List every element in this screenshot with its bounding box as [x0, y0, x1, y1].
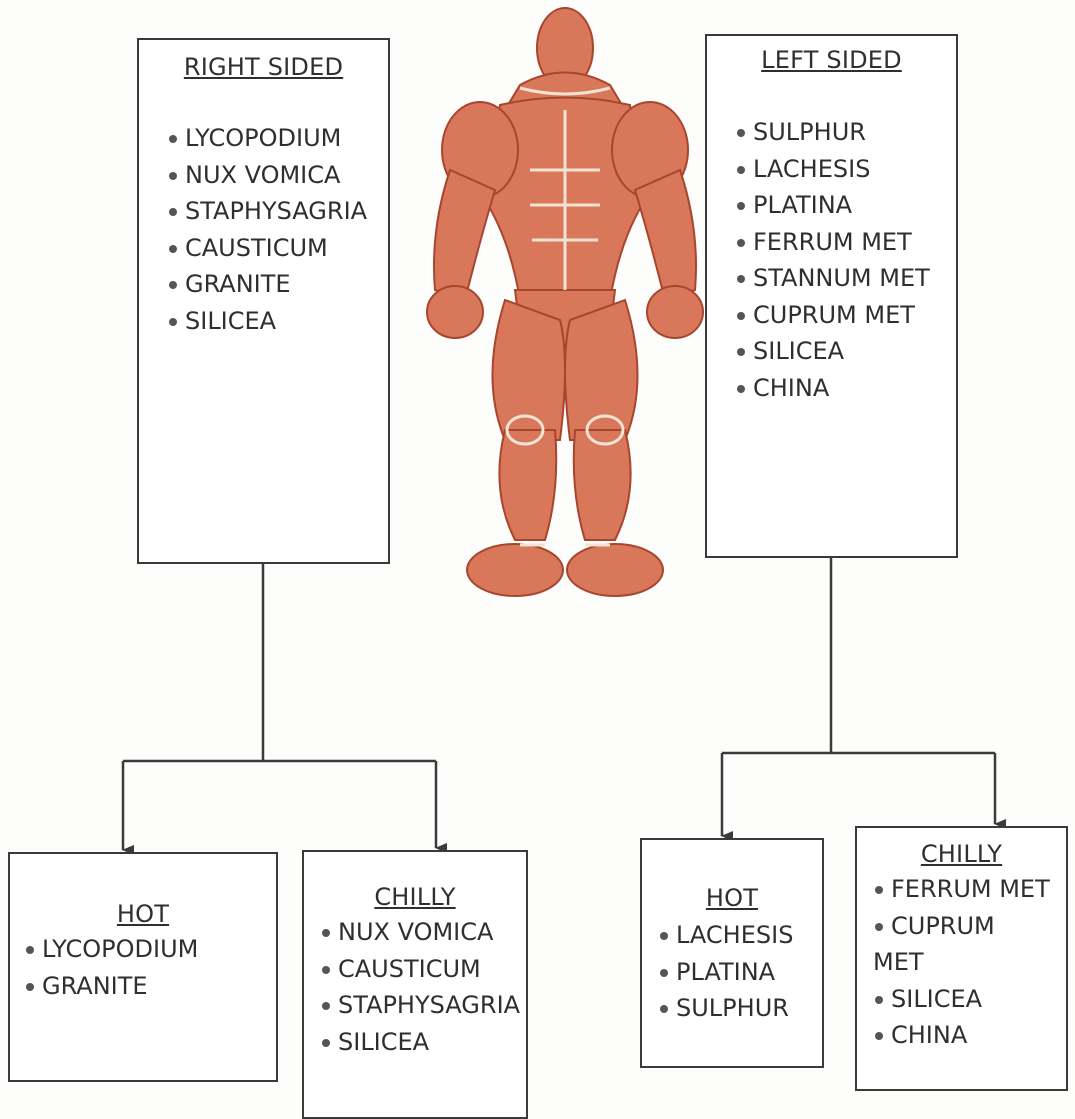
list-item: CHINA: [873, 1017, 1050, 1054]
list-item: NUX VOMICA: [167, 157, 367, 194]
left-hot-list: LACHESIS PLATINA SULPHUR: [658, 917, 793, 1027]
list-item: CAUSTICUM: [167, 230, 367, 267]
left-sided-list: SULPHUR LACHESIS PLATINA FERRUM MET STAN…: [735, 114, 930, 406]
left-hot-box: HOT LACHESIS PLATINA SULPHUR: [640, 838, 824, 1068]
list-item: SILICEA: [320, 1024, 520, 1061]
right-sided-title: RIGHT SIDED: [183, 53, 344, 81]
right-chilly-box: CHILLY NUX VOMICA CAUSTICUM STAPHYSAGRIA…: [302, 850, 528, 1119]
list-item: PLATINA: [658, 954, 793, 991]
list-item: SULPHUR: [735, 114, 930, 151]
list-item: LACHESIS: [658, 917, 793, 954]
muscular-anatomy-figure-icon: [426, 7, 704, 597]
right-sided-box: RIGHT SIDED LYCOPODIUM NUX VOMICA STAPHY…: [137, 38, 390, 564]
list-item: FERRUM MET: [873, 871, 1050, 908]
list-item: LYCOPODIUM: [167, 120, 367, 157]
right-sided-list: LYCOPODIUM NUX VOMICA STAPHYSAGRIA CAUST…: [167, 120, 367, 339]
right-hot-title: HOT: [116, 900, 170, 928]
left-sided-title: LEFT SIDED: [761, 46, 902, 74]
list-item: CHINA: [735, 370, 930, 407]
left-chilly-title: CHILLY: [920, 840, 1003, 868]
list-item: STAPHYSAGRIA: [320, 987, 520, 1024]
list-item: LACHESIS: [735, 151, 930, 188]
list-item: FERRUM MET: [735, 224, 930, 261]
right-hot-box: HOT LYCOPODIUM GRANITE: [8, 852, 278, 1082]
list-item: SILICEA: [735, 333, 930, 370]
list-item: PLATINA: [735, 187, 930, 224]
left-chilly-list: FERRUM MET CUPRUM MET SILICEA CHINA: [873, 871, 1050, 1054]
list-item: LYCOPODIUM: [24, 931, 198, 968]
list-item-continuation: MET: [873, 948, 924, 976]
list-item: STANNUM MET: [735, 260, 930, 297]
list-item: CUPRUM: [873, 908, 1050, 945]
left-sided-box: LEFT SIDED SULPHUR LACHESIS PLATINA FERR…: [705, 34, 958, 558]
list-item: SULPHUR: [658, 990, 793, 1027]
list-item: CAUSTICUM: [320, 951, 520, 988]
left-hot-title: HOT: [705, 884, 759, 912]
list-item: STAPHYSAGRIA: [167, 193, 367, 230]
list-item: CUPRUM MET: [735, 297, 930, 334]
right-chilly-title: CHILLY: [374, 883, 456, 911]
list-item: NUX VOMICA: [320, 914, 520, 951]
right-chilly-list: NUX VOMICA CAUSTICUM STAPHYSAGRIA SILICE…: [320, 914, 520, 1060]
right-hot-list: LYCOPODIUM GRANITE: [24, 931, 198, 1004]
list-item: SILICEA: [167, 303, 367, 340]
left-chilly-box: CHILLY FERRUM MET CUPRUM MET SILICEA CHI…: [855, 826, 1068, 1091]
list-item: SILICEA: [873, 981, 1050, 1018]
list-item: GRANITE: [167, 266, 367, 303]
list-item: GRANITE: [24, 968, 198, 1005]
